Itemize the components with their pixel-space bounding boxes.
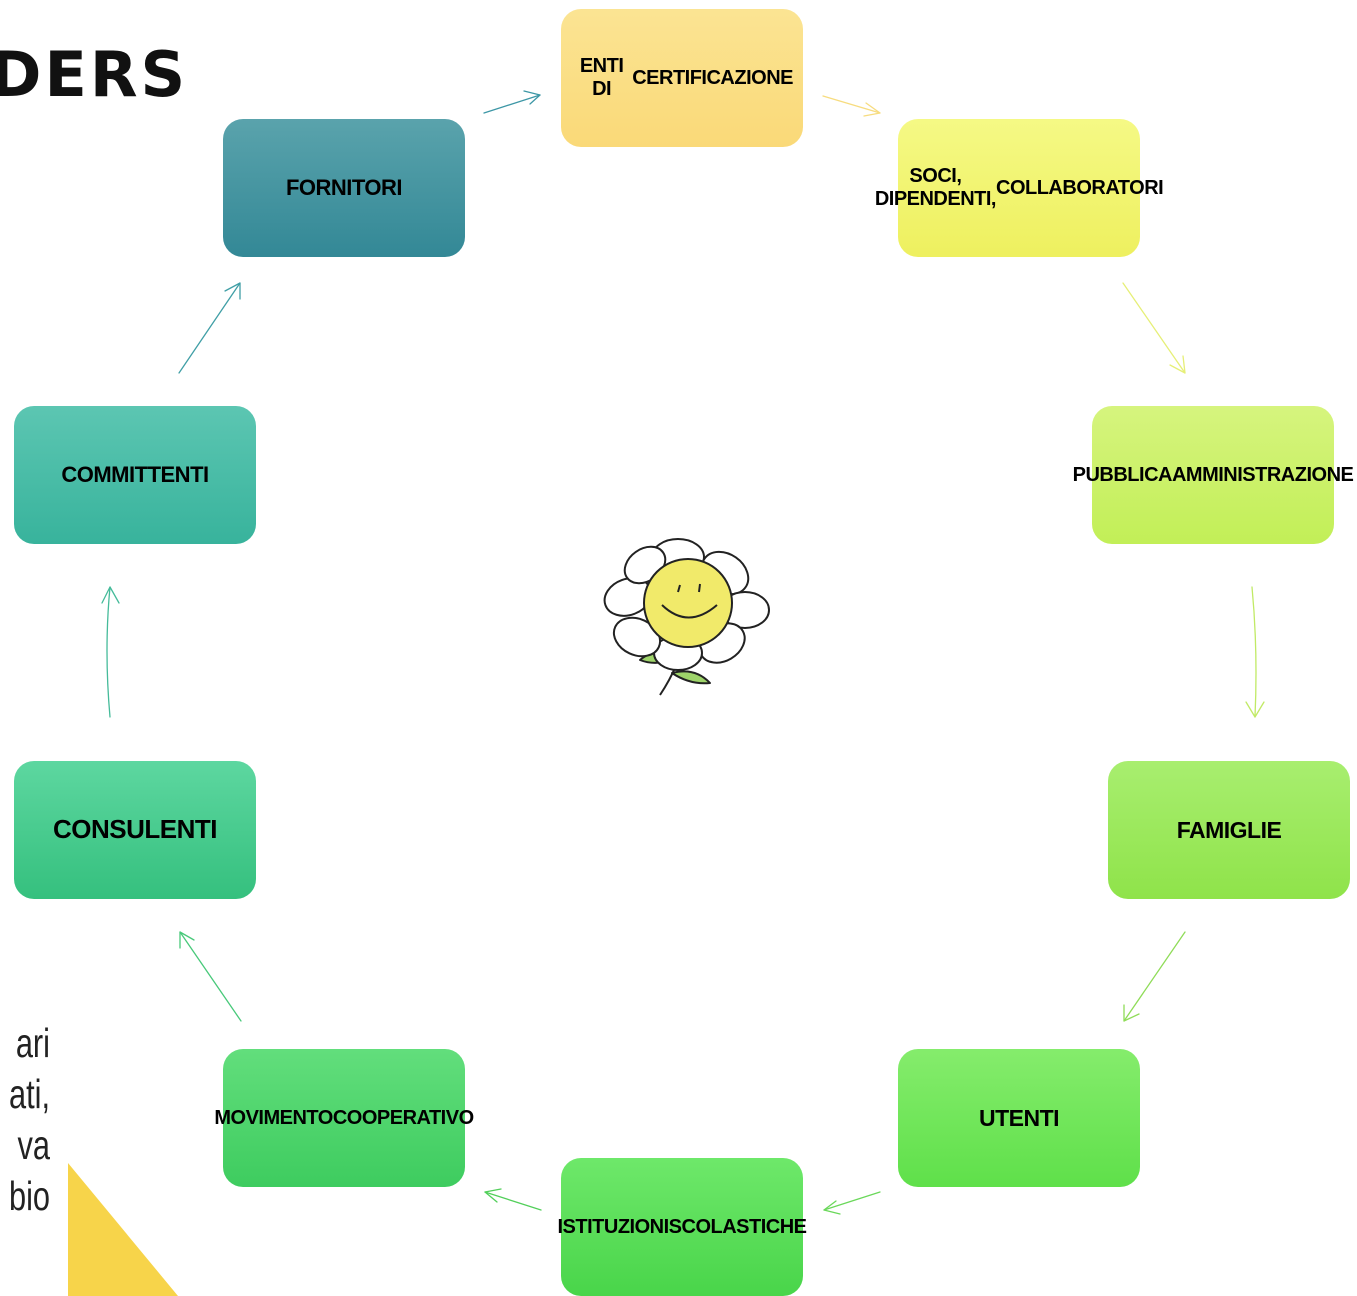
node-label-line: COLLABORATORI bbox=[996, 176, 1164, 199]
smiling-flower-icon bbox=[603, 538, 770, 696]
node-consulenti[interactable]: CONSULENTI bbox=[14, 761, 256, 899]
node-label-line: AMMINISTRAZIONE bbox=[1171, 463, 1354, 486]
arrow-movimento-consulenti bbox=[179, 931, 242, 1022]
node-label-line: ISTITUZIONI bbox=[557, 1215, 670, 1238]
arrow-istituzioni-movimento bbox=[484, 1188, 542, 1211]
node-committenti[interactable]: COMMITTENTI bbox=[14, 406, 256, 544]
node-label-line: UTENTI bbox=[978, 1104, 1060, 1131]
node-label-line: CERTIFICAZIONE bbox=[632, 66, 793, 89]
node-enti-di-certificazione[interactable]: ENTI DI CERTIFICAZIONE bbox=[561, 9, 803, 147]
node-label-line: COMMITTENTI bbox=[61, 462, 209, 488]
arrow-utenti-istituzioni bbox=[823, 1191, 881, 1215]
node-utenti[interactable]: UTENTI bbox=[898, 1049, 1140, 1187]
arrow-fornitori-enti bbox=[483, 90, 541, 114]
node-label-line: SOCI, DIPENDENTI, bbox=[874, 165, 997, 210]
arrow-committenti-fornitori bbox=[178, 282, 241, 374]
node-soci-dipendenti-collaboratori[interactable]: SOCI, DIPENDENTI,COLLABORATORI bbox=[875, 119, 1164, 257]
node-label-line: SCOLASTICHE bbox=[668, 1215, 807, 1238]
side-text-line: ati, bbox=[8, 1071, 50, 1117]
leaf-right bbox=[671, 670, 711, 685]
node-fornitori[interactable]: FORNITORI bbox=[223, 119, 465, 257]
cropped-side-text: ari ati, va bio bbox=[0, 1018, 50, 1222]
node-label-line: MOVIMENTO bbox=[214, 1106, 333, 1129]
side-text-line: ari bbox=[15, 1020, 50, 1066]
arrow-enti-soci bbox=[822, 95, 881, 117]
node-label-line: COOPERATIVO bbox=[332, 1106, 474, 1129]
node-label-line: ENTI DI bbox=[579, 55, 624, 100]
node-label-line: CONSULENTI bbox=[53, 814, 218, 845]
side-text-line: bio bbox=[8, 1173, 50, 1219]
node-label-line: FAMIGLIE bbox=[1176, 816, 1282, 843]
side-text-line: va bbox=[17, 1122, 50, 1168]
arrow-famiglie-utenti bbox=[1123, 931, 1186, 1022]
arrow-soci-pubblica bbox=[1122, 282, 1186, 374]
arrow-consulenti-committenti bbox=[101, 586, 120, 718]
node-label-line: PUBBLICA bbox=[1072, 463, 1173, 486]
node-label-line: FORNITORI bbox=[285, 175, 403, 201]
decorative-triangle bbox=[68, 1163, 178, 1296]
page-title: DERS bbox=[0, 38, 189, 111]
node-famiglie[interactable]: FAMIGLIE bbox=[1108, 761, 1350, 899]
arrow-pubblica-famiglie bbox=[1245, 586, 1265, 718]
